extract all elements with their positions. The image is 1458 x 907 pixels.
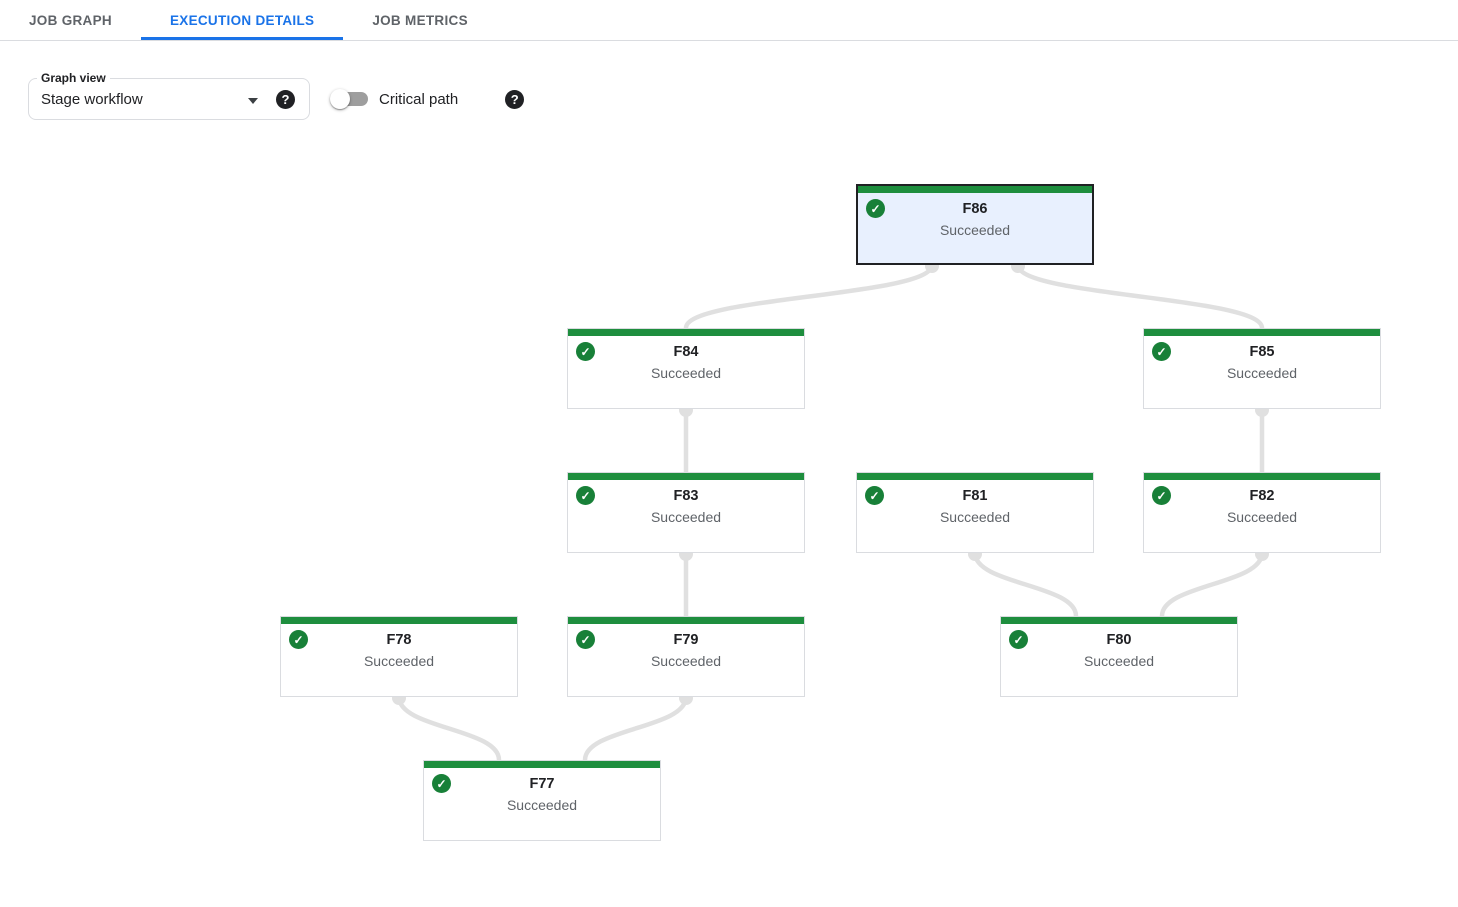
check-circle-icon: ✓	[576, 342, 595, 361]
stage-title: F86	[962, 201, 988, 217]
critical-path-help-icon[interactable]: ?	[505, 89, 525, 109]
check-circle-icon: ✓	[865, 486, 884, 505]
graph-edge-f79-f77	[582, 694, 689, 763]
stage-title: F85	[1249, 344, 1275, 360]
stage-status: Succeeded	[363, 653, 435, 669]
toggle-thumb	[330, 89, 350, 109]
status-bar	[424, 761, 660, 768]
status-bar	[568, 329, 804, 336]
stage-title: F84	[673, 344, 699, 360]
status-bar	[858, 186, 1092, 193]
tab-execution-details[interactable]: EXECUTION DETAILS	[140, 0, 344, 40]
stage-title: F79	[673, 632, 699, 648]
stage-title: F82	[1249, 488, 1275, 504]
stage-status: Succeeded	[650, 653, 722, 669]
stage-title: F77	[529, 776, 555, 792]
graph-edge-f78-f77	[396, 694, 502, 763]
stage-status: Succeeded	[506, 797, 578, 813]
status-bar	[281, 617, 517, 624]
stage-title: F83	[673, 488, 699, 504]
status-bar	[568, 473, 804, 480]
graph-edge-f86-f84	[683, 262, 935, 331]
stage-status: Succeeded	[1226, 365, 1298, 381]
status-bar	[1001, 617, 1237, 624]
critical-path-control: Critical path ?	[330, 89, 525, 109]
critical-path-label: Critical path	[379, 90, 459, 108]
tab-job-metrics[interactable]: JOB METRICS	[343, 0, 497, 40]
stage-title: F78	[386, 632, 412, 648]
stage-status: Succeeded	[650, 365, 722, 381]
check-circle-icon: ✓	[432, 774, 451, 793]
status-bar	[1144, 473, 1380, 480]
check-circle-icon: ✓	[1152, 342, 1171, 361]
check-circle-icon: ✓	[576, 630, 595, 649]
status-bar	[857, 473, 1093, 480]
stage-status: Succeeded	[650, 509, 722, 525]
stage-status: Succeeded	[939, 222, 1011, 238]
check-circle-icon: ✓	[576, 486, 595, 505]
check-circle-icon: ✓	[1009, 630, 1028, 649]
graph-edge-f81-f80	[972, 550, 1079, 619]
status-bar	[568, 617, 804, 624]
graph-toolbar: Graph view Stage workflow ? Critical pat…	[28, 71, 1458, 120]
stage-status: Succeeded	[1083, 653, 1155, 669]
check-circle-icon: ✓	[866, 199, 885, 218]
dropdown-caret-icon	[248, 97, 258, 104]
graph-view-select[interactable]: Graph view Stage workflow ?	[28, 71, 310, 120]
graph-view-label: Graph view	[37, 71, 110, 86]
critical-path-toggle[interactable]	[330, 89, 368, 109]
graph-view-help-icon[interactable]: ?	[276, 89, 295, 109]
check-circle-icon: ✓	[1152, 486, 1171, 505]
tab-job-graph[interactable]: JOB GRAPH	[0, 0, 141, 40]
graph-edge-f86-f85	[1015, 262, 1265, 331]
graph-view-value: Stage workflow	[41, 90, 143, 108]
stage-title: F81	[962, 488, 988, 504]
graph-edge-f82-f80	[1159, 550, 1265, 619]
stage-title: F80	[1106, 632, 1132, 648]
check-circle-icon: ✓	[289, 630, 308, 649]
status-bar	[1144, 329, 1380, 336]
stage-status: Succeeded	[1226, 509, 1298, 525]
stage-status: Succeeded	[939, 509, 1011, 525]
